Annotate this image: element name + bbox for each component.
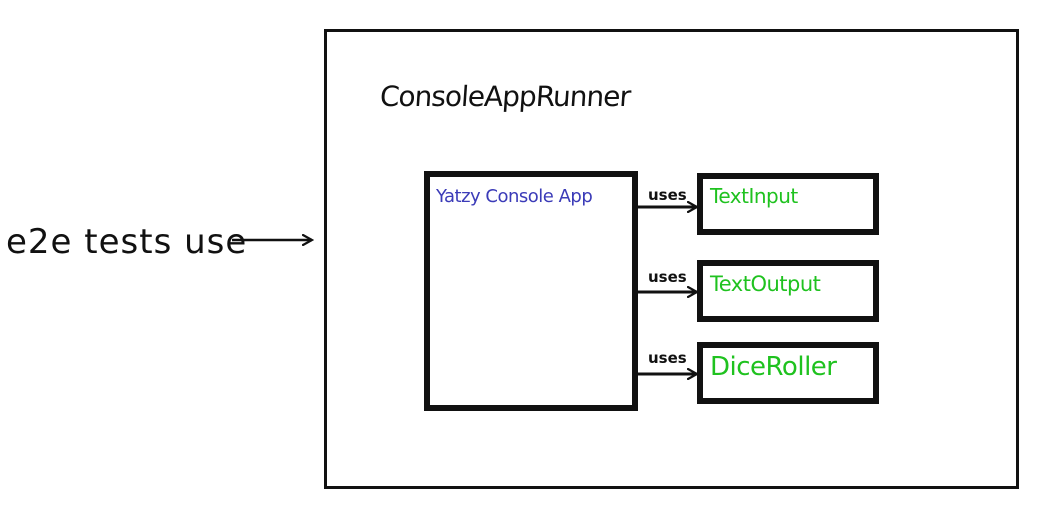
e2e-tests-label: e2e tests use	[6, 222, 248, 262]
uses-label-dice-roller: uses	[648, 349, 687, 367]
text-input-box	[697, 173, 879, 235]
text-output-label: TextOutput	[710, 272, 821, 296]
dice-roller-label: DiceRoller	[710, 352, 837, 382]
yatzy-console-app-box	[424, 171, 638, 411]
dice-roller-box	[697, 342, 879, 404]
text-input-label: TextInput	[710, 184, 798, 208]
text-output-box	[697, 260, 879, 322]
uses-label-text-output: uses	[648, 268, 687, 286]
console-app-runner-box	[324, 29, 1019, 489]
yatzy-console-app-label: Yatzy Console App	[436, 186, 593, 207]
uses-label-text-input: uses	[648, 186, 687, 204]
